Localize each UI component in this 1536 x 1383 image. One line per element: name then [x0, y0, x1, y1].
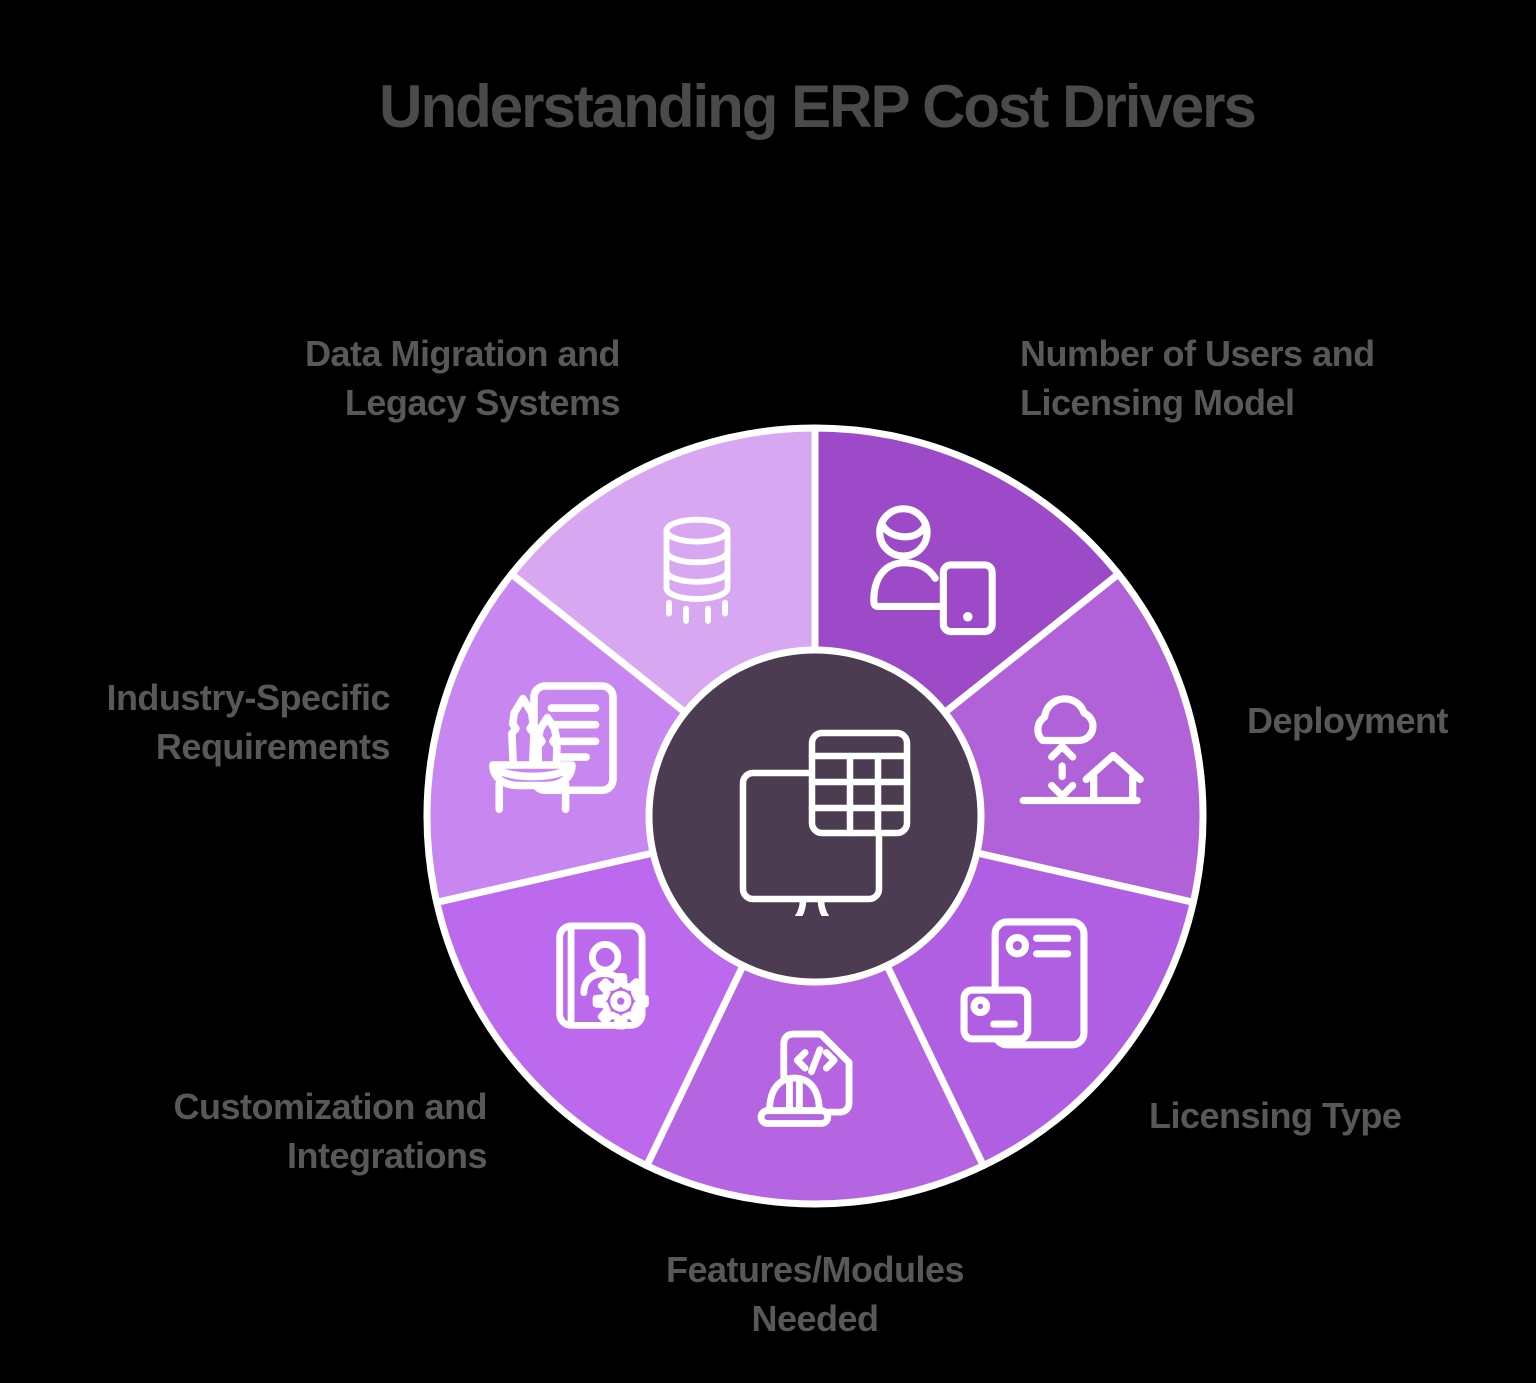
label-line: Industry-Specific: [106, 677, 390, 718]
label-data-migration: Data Migration and Legacy Systems: [228, 330, 621, 427]
label-line: Requirements: [155, 725, 391, 767]
label-line: Licensing Type: [1149, 1095, 1402, 1136]
page-title: Understanding ERP Cost Drivers: [379, 73, 1257, 140]
label-line: Number of Users and: [1020, 333, 1375, 374]
label-line: Legacy Systems: [344, 381, 621, 423]
label-line: Licensing Model: [1020, 381, 1295, 423]
label-customization: Customization and Integrations: [137, 1083, 488, 1180]
label-line: Features/Modules: [665, 1249, 965, 1290]
label-line: Data Migration and: [304, 333, 621, 374]
label-line: Customization and: [173, 1086, 488, 1127]
label-licensing-type: Licensing Type: [1149, 1092, 1479, 1141]
label-features: Features/Modules Needed: [615, 1246, 1015, 1343]
label-line: Integrations: [286, 1134, 488, 1176]
label-line: Needed: [751, 1297, 879, 1339]
label-deployment: Deployment: [1247, 697, 1527, 746]
label-line: Deployment: [1247, 700, 1449, 741]
segment-features-modules: [643, 812, 987, 1208]
label-industry: Industry-Specific Requirements: [66, 674, 390, 771]
label-users-licensing: Number of Users and Licensing Model: [1020, 330, 1450, 427]
